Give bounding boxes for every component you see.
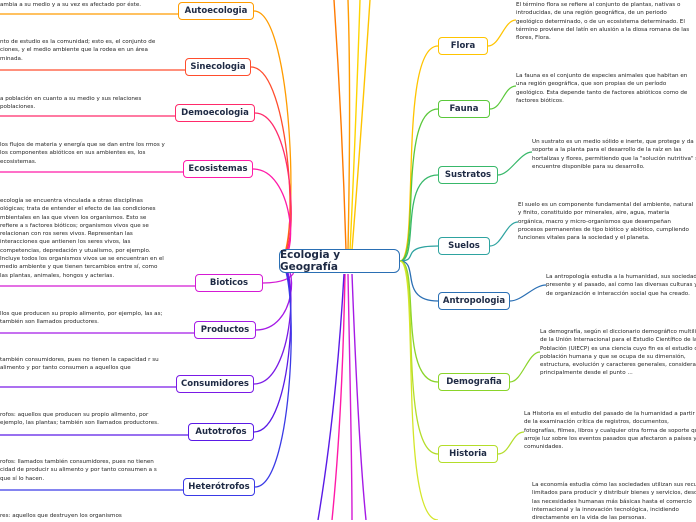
topic-heterotrofos[interactable]: Heterótrofos	[183, 478, 255, 496]
topic-productos[interactable]: Productos	[194, 321, 256, 339]
note-link-line	[489, 221, 519, 247]
fan-line	[349, 0, 361, 251]
note-bioticos: ecología se encuentra vinculada a otras …	[0, 198, 164, 279]
note-suelos: El suelo es un componente fundamental de…	[518, 202, 694, 242]
branch-line	[399, 45, 439, 262]
branch-line	[399, 260, 439, 302]
topic-consumidores[interactable]: Consumidores	[176, 375, 254, 393]
note-link-line	[497, 151, 533, 176]
topic-suelos[interactable]: Suelos	[438, 237, 490, 255]
fan-line	[333, 0, 347, 251]
fan-line	[347, 273, 353, 520]
branch-line	[399, 260, 439, 520]
topic-historia[interactable]: Historia	[438, 445, 498, 463]
note-link-line	[497, 431, 525, 455]
branch-line	[399, 260, 439, 455]
note-autotrofos: rofos: aquellos que producen su propio a…	[0, 412, 159, 427]
branch-line	[254, 112, 292, 262]
branch-line	[253, 10, 292, 262]
note-economia: La economía estudia cómo las sociedades …	[532, 482, 696, 522]
branch-line	[399, 174, 439, 262]
fan-line	[347, 0, 351, 251]
topic-flora[interactable]: Flora	[438, 37, 488, 55]
topic-bioticos[interactable]: Bioticos	[195, 274, 263, 292]
note-sinecologia: nto de estudio es la comunidad; esto es,…	[0, 39, 156, 62]
note-antropologia: La antropología estudia a la humanidad, …	[546, 274, 696, 297]
note-link-line	[489, 85, 517, 110]
fan-line	[317, 273, 345, 520]
note-heterotrofos: rofos: llamados también consumidores, pu…	[0, 459, 157, 482]
topic-ecosistemas[interactable]: Ecosistemas	[183, 160, 253, 178]
topic-sustratos[interactable]: Sustratos	[438, 166, 498, 184]
topic-sinecologia[interactable]: Sinecologia	[185, 58, 251, 76]
topic-autoecologia[interactable]: Autoecologia	[178, 2, 254, 20]
fan-line	[351, 0, 371, 251]
topic-autotrofos[interactable]: Autotrofos	[188, 423, 254, 441]
fan-line	[351, 273, 367, 520]
topic-fauna[interactable]: Fauna	[438, 100, 490, 118]
topic-demoecologia[interactable]: Demoecologia	[175, 104, 255, 122]
branch-line	[399, 260, 439, 383]
note-link-line	[509, 284, 547, 302]
branch-line	[399, 245, 439, 262]
note-demoecologia: a población en cuanto a su medio y sus r…	[0, 96, 142, 111]
note-fauna: La fauna es el conjunto de especies anim…	[516, 73, 688, 104]
note-historia: La Historia es el estudio del pasado de …	[524, 411, 696, 451]
topic-antropologia[interactable]: Antropologia	[438, 292, 510, 310]
note-demografia: La demografía, según el diccionario demo…	[540, 329, 696, 377]
branch-line	[252, 168, 292, 262]
topic-demografia[interactable]: Demografia	[438, 373, 510, 391]
branch-line	[399, 108, 439, 262]
fan-line	[331, 273, 346, 520]
note-link-line	[509, 351, 541, 383]
note-consumidores: también consumidores, pues no tienen la …	[0, 357, 159, 372]
note-desintegradores: res: aquellos que destruyen los organism…	[0, 513, 122, 519]
note-flora: El término flora se refiere al conjunto …	[516, 2, 690, 42]
note-ecosistemas: los flujos de materia y energía que se d…	[0, 142, 165, 165]
branch-line	[250, 66, 291, 262]
note-sustratos: Un sustrato es un medio sólido e inerte,…	[532, 139, 696, 170]
central-topic[interactable]: Ecologia y Geografía	[279, 249, 400, 273]
note-autoecologia: ambia a su medio y a su vez es afectado …	[0, 2, 142, 8]
note-link-line	[487, 19, 517, 47]
note-productos: llos que producen su propio alimento, po…	[0, 311, 163, 326]
